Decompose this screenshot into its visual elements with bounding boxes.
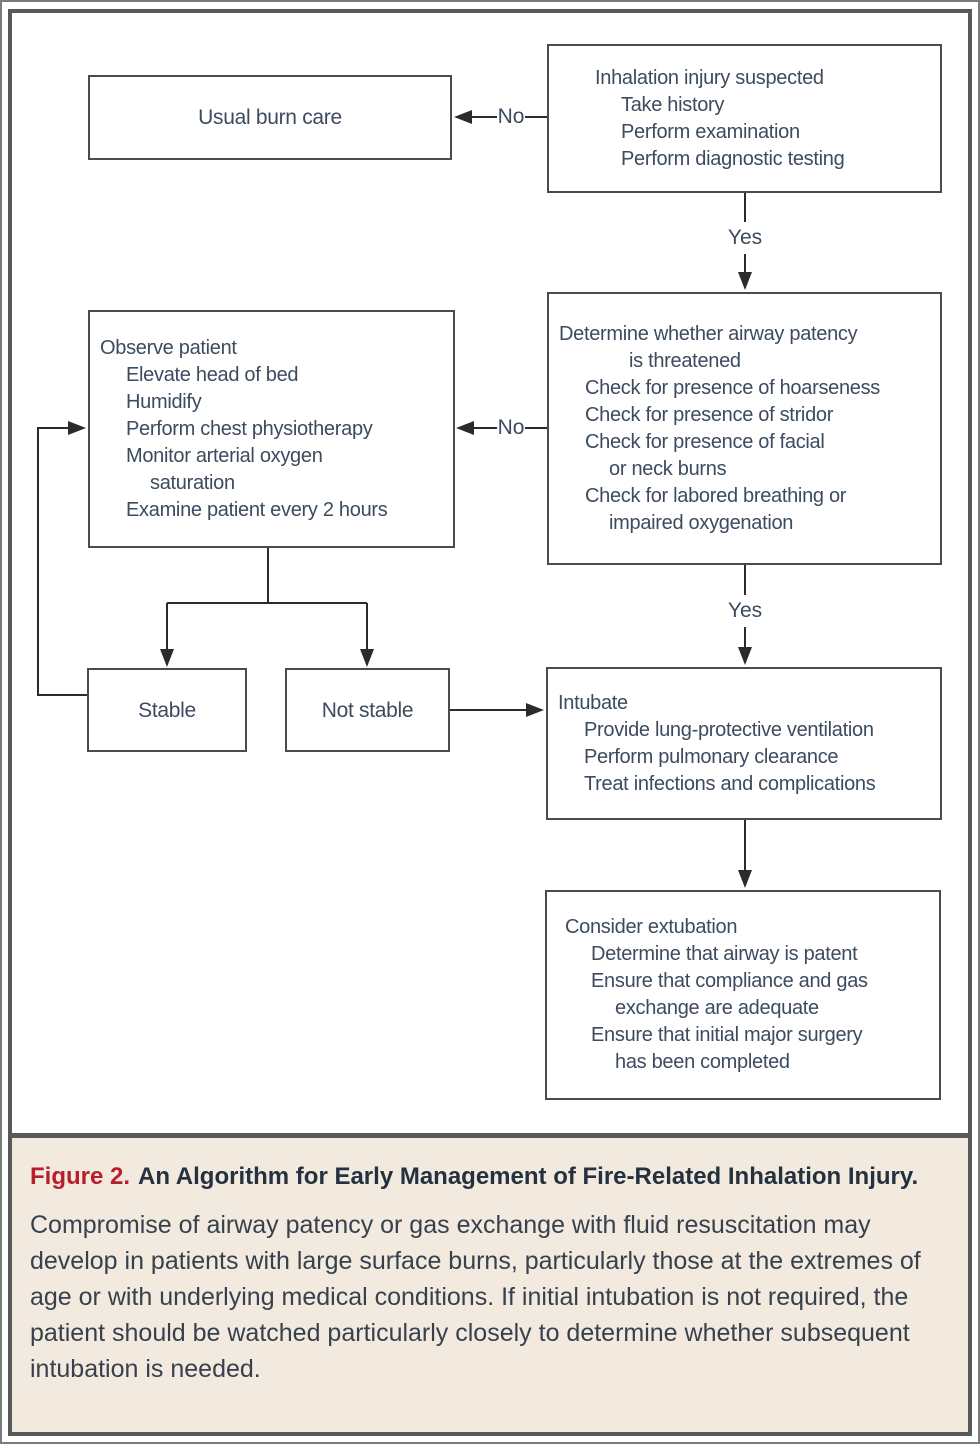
node-text-line: Provide lung-protective ventilation	[584, 718, 874, 741]
node-text-line: Elevate head of bed	[126, 363, 299, 386]
figure-title-text: An Algorithm for Early Management of Fir…	[138, 1163, 919, 1190]
node-text-line: Check for presence of stridor	[585, 403, 834, 426]
node-text-line: Check for presence of facial	[585, 430, 825, 453]
node-not-stable: Not stable	[285, 668, 450, 752]
arrow-notstable-to-intubate	[450, 703, 544, 717]
edge-label-no-top: No	[497, 105, 525, 128]
edge-label-yes-mid: Yes	[727, 599, 763, 622]
node-text-line: Examine patient every 2 hours	[126, 498, 388, 521]
node-text-line: Inhalation injury suspected	[595, 66, 824, 89]
edge-label-yes-top: Yes	[727, 226, 763, 249]
node-text-line: Take history	[621, 93, 725, 116]
node-text-line: Consider extubation	[565, 916, 738, 938]
node-text-line: Perform examination	[621, 120, 800, 143]
caption-area: Figure 2. An Algorithm for Early Manageme…	[12, 1138, 968, 1432]
figure-number-label: Figure 2.	[30, 1163, 131, 1190]
node-text-line: Determine that airway is patent	[591, 943, 858, 965]
node-text-line: Check for presence of hoarseness	[585, 376, 881, 399]
node-usual-burn-care: Usual burn care	[88, 75, 452, 160]
node-text-line: Monitor arterial oxygen	[126, 444, 323, 467]
node-text-line: saturation	[150, 471, 235, 494]
node-text-line: Not stable	[321, 698, 414, 722]
node-text-line: Observe patient	[100, 336, 237, 359]
node-text-line: impaired oxygenation	[609, 511, 794, 534]
node-text-line: Stable	[138, 698, 196, 722]
node-text-line: Perform pulmonary clearance	[584, 745, 839, 768]
arrow-no-to-usual-burn-care	[454, 110, 547, 124]
node-text-line: exchange are adequate	[615, 997, 819, 1019]
edge-label-no-mid: No	[497, 416, 525, 439]
node-text-line: Usual burn care	[198, 106, 342, 129]
caption-title: Figure 2. An Algorithm for Early Manageme…	[30, 1158, 935, 1195]
node-text-line: Humidify	[126, 390, 202, 413]
node-text-line: Perform diagnostic testing	[621, 147, 845, 170]
arrow-yes-to-intubate	[738, 565, 752, 665]
node-determine-airway-patency: Determine whether airway patency is threa…	[547, 292, 942, 565]
arrow-no-to-observe	[456, 421, 547, 435]
arrow-observe-split	[160, 548, 374, 667]
node-text-line: Determine whether airway patency	[559, 322, 858, 345]
node-text-line: Ensure that compliance and gas	[591, 970, 868, 992]
node-text-line: or neck burns	[609, 457, 727, 480]
node-text-line: Treat infections and complications	[584, 772, 876, 795]
caption-divider-bar	[12, 1133, 968, 1138]
arrow-stable-loop-to-observe	[37, 421, 87, 696]
node-text-line: Perform chest physiotherapy	[126, 417, 373, 440]
arrow-yes-to-determine	[738, 193, 752, 290]
arrow-intubate-to-extubation	[738, 820, 752, 888]
node-text-line: has been completed	[615, 1051, 790, 1073]
caption-body: Compromise of airway patency or gas exch…	[30, 1211, 921, 1383]
node-text-line: Check for labored breathing or	[585, 484, 847, 507]
node-stable: Stable	[87, 668, 247, 752]
node-text-line: Intubate	[558, 691, 628, 714]
node-text-line: Ensure that initial major surgery	[591, 1024, 863, 1046]
flow-arrows	[37, 110, 752, 888]
node-text-line: is threatened	[629, 349, 741, 372]
